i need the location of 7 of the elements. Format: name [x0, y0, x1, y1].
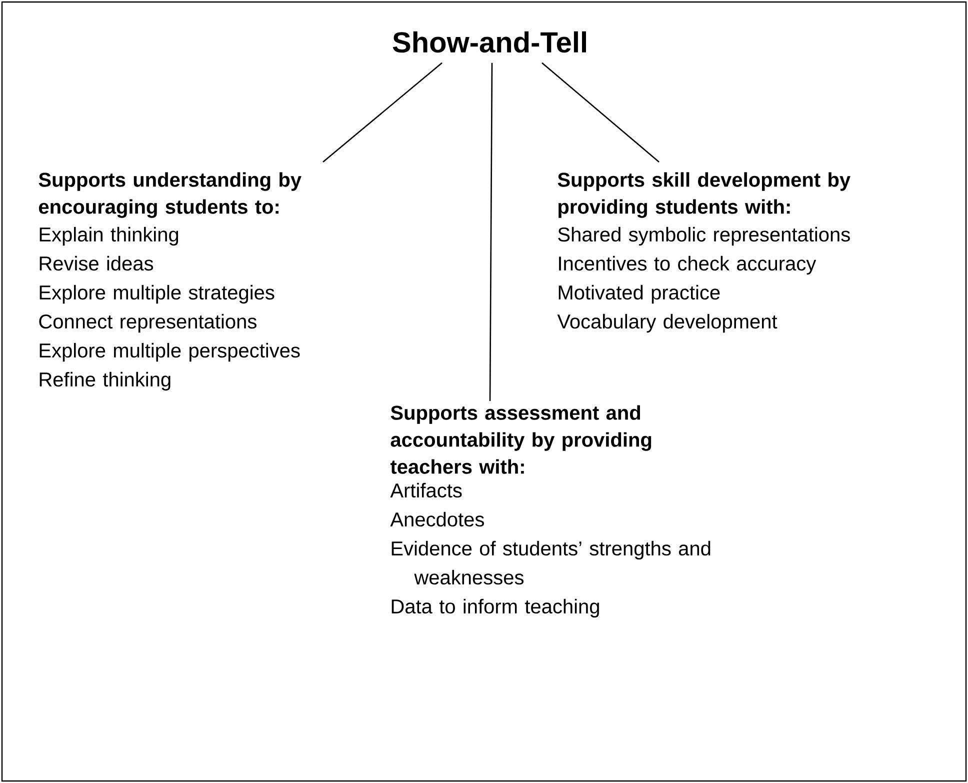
connector-line: [322, 62, 442, 162]
text-group: Supports assessment and accountability by providing teachers with: Artifacts Anecdotes Evidence of students’ strengths and weaknesses Data to inform teaching: [390, 405, 710, 618]
title: Show-and-Tell: [392, 31, 586, 53]
text-group: Supports understanding by encouraging students to: Explain thinking Revise ideas Explore multiple strategies Connect representations Explore multiple perspectives Refine thinking: [38, 172, 302, 391]
text-group: Supports skill development by providing students with: Shared symbolic representations Incentives to check accuracy Motivated practice Vocabulary development: [557, 172, 850, 333]
connector-line: [542, 62, 660, 162]
connector-line: [489, 62, 493, 401]
